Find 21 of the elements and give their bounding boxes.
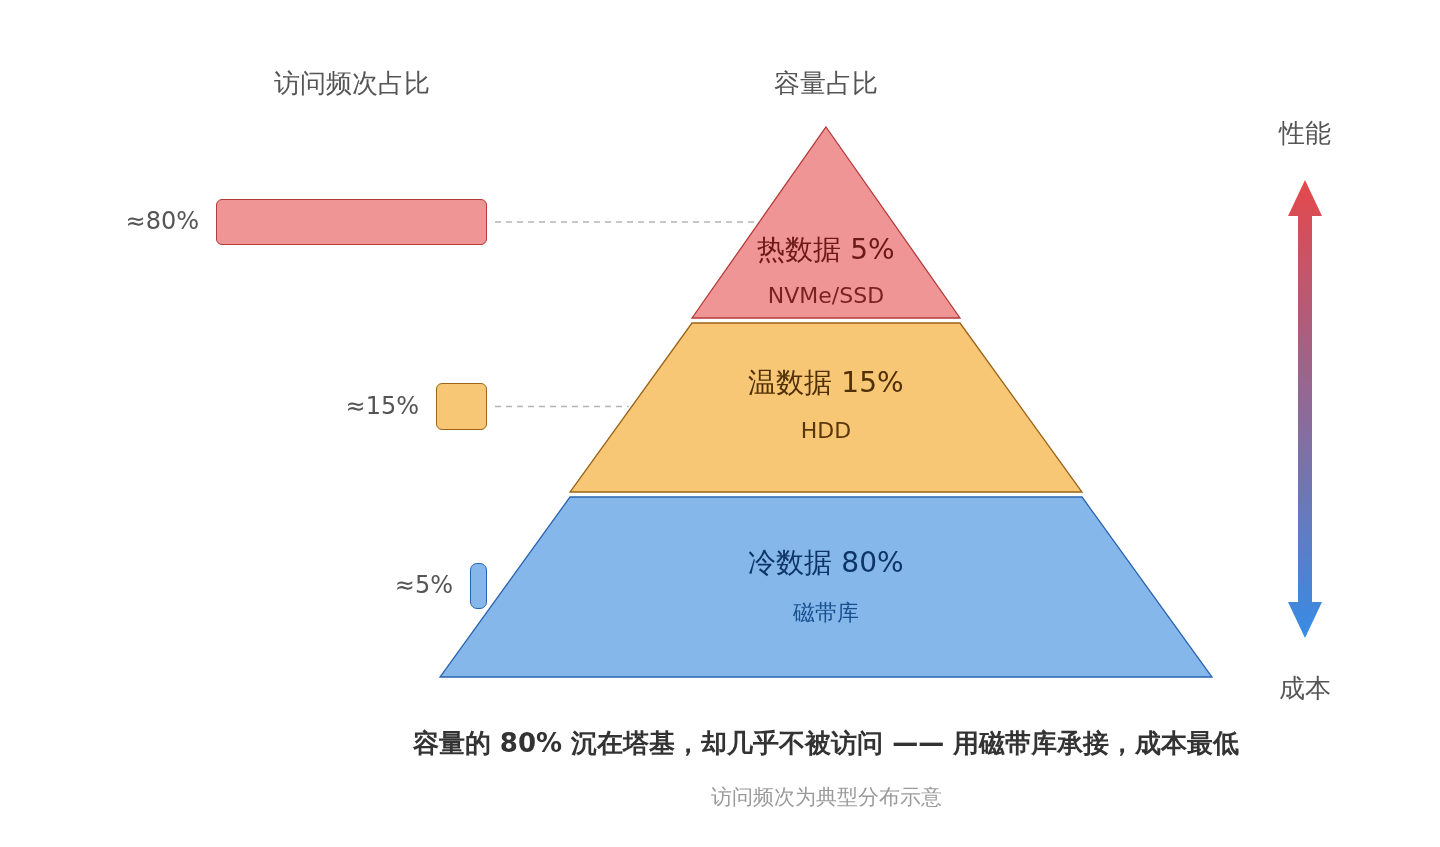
tier-title: 温数据 15%: [748, 366, 904, 399]
footnote: 访问频次为典型分布示意: [710, 784, 942, 809]
percentage-label: ≈15%: [345, 392, 419, 421]
caption: 容量的 80% 沉在塔基，却几乎不被访问 —— 用磁带库承接，成本最低: [412, 728, 1240, 759]
access-share-bar: [470, 563, 487, 609]
storage-media-label: NVMe/SSD: [767, 283, 885, 309]
pyramid-middle-tier: [570, 323, 1082, 492]
access-share-bar: [436, 383, 487, 430]
column-heading: 容量占比: [774, 68, 878, 99]
storage-media-label: 磁带库: [793, 600, 859, 626]
access-share-bar: [216, 199, 487, 245]
percentage-label: ≈5%: [394, 572, 453, 600]
tier-title: 热数据 5%: [757, 233, 895, 266]
pyramid-top-tier: [692, 127, 960, 318]
storage-media-label: HDD: [800, 418, 852, 444]
scale-end-label: 成本: [1279, 673, 1331, 704]
percentage-label: ≈80%: [125, 208, 199, 236]
tier-title: 冷数据 80%: [748, 546, 904, 579]
scale-end-label: 性能: [1279, 118, 1331, 149]
column-heading: 访问频次占比: [274, 68, 430, 99]
dashed-connector: [494, 405, 630, 408]
